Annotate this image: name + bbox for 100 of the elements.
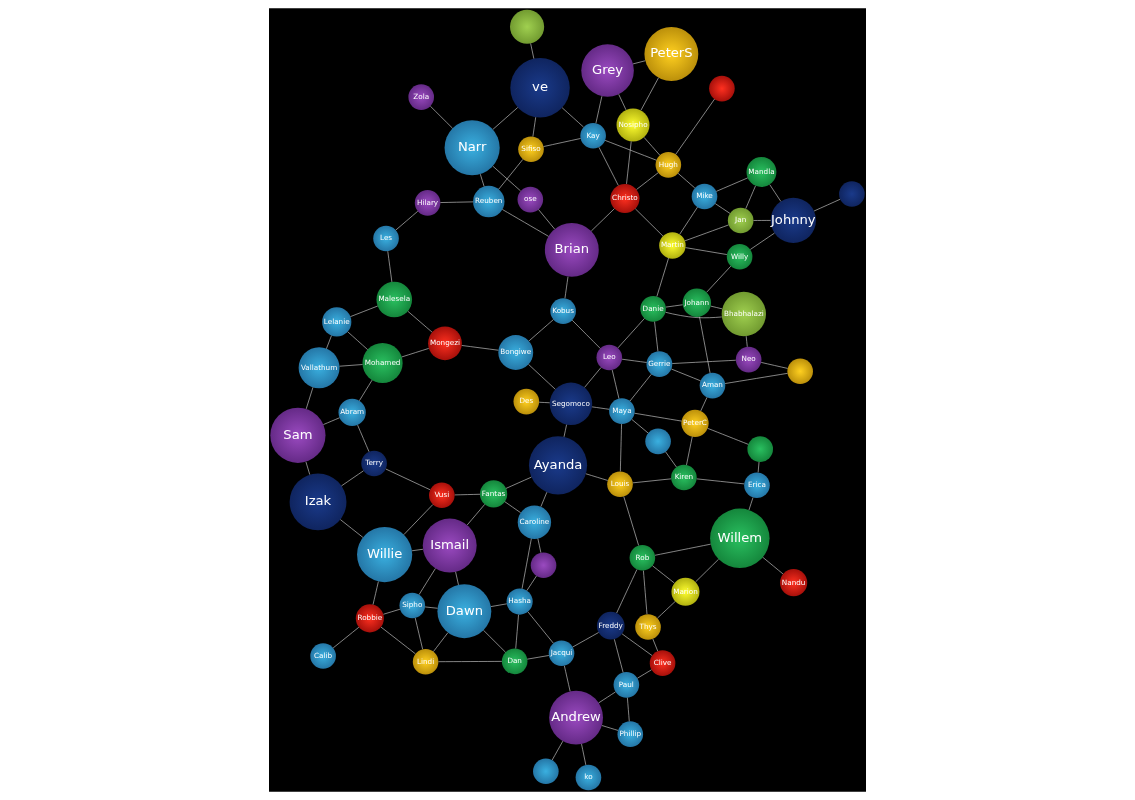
connector (707, 428, 749, 445)
connector (760, 362, 788, 369)
connector (440, 201, 474, 203)
connector (665, 311, 723, 319)
connector (532, 116, 537, 137)
connector (637, 669, 652, 679)
connector (656, 257, 669, 297)
node-circle (510, 9, 545, 44)
connector (590, 208, 615, 232)
connector (527, 655, 550, 660)
connector (538, 401, 550, 404)
connector (700, 397, 708, 412)
connector (620, 423, 622, 472)
connector (813, 198, 841, 212)
node-circle: Sam (270, 407, 326, 463)
connector (505, 476, 532, 489)
connector (671, 368, 701, 382)
connector (591, 406, 610, 410)
connector (383, 608, 401, 615)
connector (466, 504, 486, 526)
connector (414, 617, 423, 650)
connector (757, 461, 760, 473)
node-circle (787, 358, 813, 385)
node-circle (839, 181, 865, 207)
connector (504, 501, 521, 514)
connector (359, 379, 373, 402)
connector (433, 632, 449, 652)
node-circle: Willie (357, 526, 413, 583)
connector (502, 209, 549, 237)
connector (563, 424, 567, 438)
connector (643, 570, 648, 615)
connector (699, 316, 711, 374)
connector (543, 138, 581, 147)
connector (724, 373, 788, 384)
connector (461, 345, 499, 351)
connector (665, 304, 683, 308)
node-circle: Brian (544, 222, 599, 277)
connector (571, 319, 601, 349)
connector (657, 601, 676, 619)
connector (654, 321, 659, 352)
connector (357, 424, 370, 452)
connector (561, 107, 584, 128)
connector (618, 94, 627, 111)
connector (385, 468, 431, 491)
connector (696, 478, 745, 485)
connector (636, 172, 659, 190)
node-circle (530, 552, 557, 579)
connector (527, 611, 554, 644)
node-circle (709, 75, 735, 102)
connector (745, 335, 748, 348)
connector (617, 318, 645, 349)
connector (675, 98, 715, 155)
connector (401, 348, 430, 358)
connector (521, 538, 532, 590)
connector (769, 184, 782, 202)
connector (714, 203, 731, 214)
connector (748, 497, 754, 511)
connector (652, 638, 659, 652)
connector (340, 519, 364, 538)
connector (455, 571, 459, 586)
node-circle: Willem (710, 508, 770, 569)
connector (538, 209, 555, 230)
connector (380, 626, 416, 655)
connector (686, 436, 693, 466)
connector (621, 633, 653, 656)
connector (631, 419, 649, 434)
connector (604, 140, 657, 161)
connector (572, 632, 599, 648)
connector (339, 364, 363, 367)
connector (598, 691, 616, 704)
connector (595, 95, 603, 124)
node-circle: PeterS (644, 27, 699, 81)
connector (530, 43, 535, 59)
connector (537, 538, 542, 553)
connector (564, 276, 569, 299)
connector (671, 359, 737, 364)
connector (492, 107, 519, 130)
connector (710, 305, 723, 310)
connector (627, 697, 630, 722)
connector (323, 417, 340, 425)
node-circle: Dawn (437, 584, 492, 639)
node-circle (747, 436, 773, 462)
connector (665, 451, 677, 468)
connector (418, 568, 436, 595)
connector (395, 210, 419, 231)
node-circle: Grey (581, 44, 634, 97)
connector (652, 565, 675, 584)
node-circle (533, 758, 559, 785)
connector (677, 173, 696, 189)
connector (753, 220, 771, 221)
connector (350, 305, 378, 317)
node-circle (645, 428, 671, 455)
connector (492, 165, 521, 192)
connector (332, 626, 360, 649)
connector (643, 137, 661, 156)
connector (305, 386, 314, 410)
connector (551, 740, 564, 761)
connector (403, 504, 434, 535)
connector (679, 206, 698, 235)
connector (601, 725, 619, 731)
